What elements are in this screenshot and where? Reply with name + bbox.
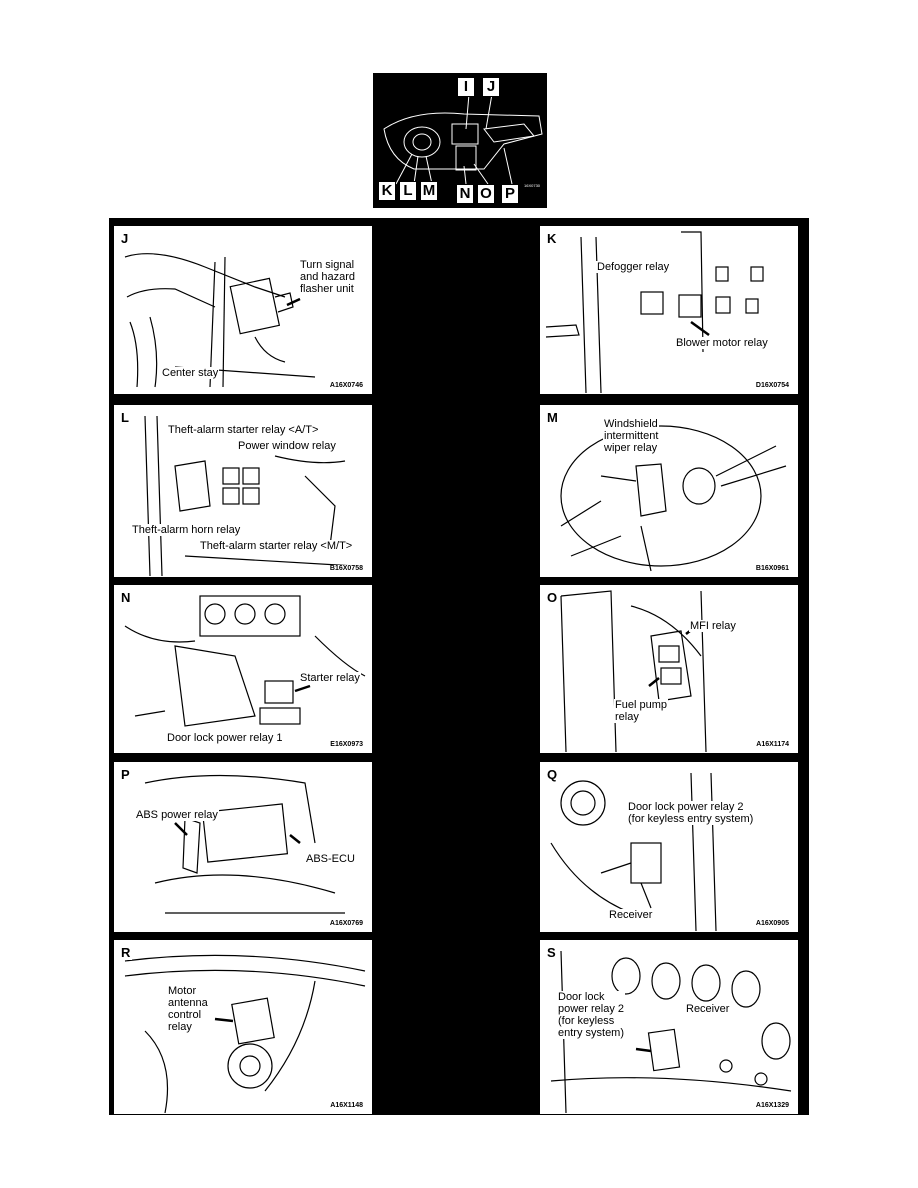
label-motor-antenna-control-relay: Motor antenna control relay — [167, 985, 209, 1033]
panel-o-drawing — [560, 590, 707, 752]
label-power-window-relay: Power window relay — [237, 440, 337, 452]
panel-n-figure-code: E16X0973 — [330, 741, 363, 748]
panel-o-letter: O — [545, 590, 560, 605]
label-door-lock-power-relay-1: Door lock power relay 1 — [166, 732, 284, 744]
panel-k-figure-code: D16X0754 — [755, 382, 789, 389]
panel-p-drawing — [144, 774, 345, 914]
panel-r: R Motor antenna control relay A16X1148 — [114, 940, 372, 1114]
overview-letter-o: O — [477, 184, 495, 204]
overview-figure-code: 16X0730 — [524, 183, 541, 188]
panel-j-drawing — [124, 253, 316, 388]
panel-m: M Windshield intermittent wiper relay B1… — [540, 405, 798, 577]
panel-p-letter: P — [119, 767, 132, 782]
panel-k-drawing — [545, 231, 764, 393]
panel-m-drawing — [560, 425, 787, 572]
panel-m-figure-code: B16X0961 — [755, 565, 789, 572]
label-door-lock-power-relay-2: Door lock power relay 2 (for keyless ent… — [627, 801, 755, 825]
panel-r-drawing — [124, 954, 366, 1113]
overview-letter-k: K — [378, 181, 396, 201]
panel-p-figure-code: A16X0769 — [329, 920, 363, 927]
panel-k: K Defogger relay Blower motor relay D16X… — [540, 226, 798, 394]
relay-location-sheet: J Turn signal and hazard flasher unit Ce… — [109, 218, 809, 1115]
panel-l: L Theft-alarm starter relay <A/T> Power … — [114, 405, 372, 577]
overview-locator-diagram: I J K L M N O P 16X0730 — [373, 73, 547, 208]
label-windshield-intermittent-wiper-relay: Windshield intermittent wiper relay — [603, 418, 660, 454]
panel-j-figure-code: A16X0746 — [329, 382, 363, 389]
panel-q: Q Door lock power relay 2 (for keyless e… — [540, 762, 798, 932]
dashboard-outline-drawing — [383, 93, 543, 185]
panel-l-figure-code: B16X0758 — [329, 565, 363, 572]
label-defogger-relay: Defogger relay — [596, 261, 671, 273]
label-fuel-pump-relay: Fuel pump relay — [614, 699, 668, 723]
panel-k-letter: K — [545, 231, 559, 246]
panel-j: J Turn signal and hazard flasher unit Ce… — [114, 226, 372, 394]
label-s-receiver: Receiver — [685, 1003, 731, 1015]
overview-letter-p: P — [501, 184, 519, 204]
panel-s: S Door lock power relay 2 (for keyless e… — [540, 940, 798, 1114]
panel-r-letter: R — [119, 945, 133, 960]
panel-q-letter: Q — [545, 767, 560, 782]
overview-letter-m: M — [420, 181, 438, 201]
label-blower-motor-relay: Blower motor relay — [675, 337, 769, 349]
panel-l-drawing — [144, 415, 356, 576]
panel-o-figure-code: A16X1174 — [756, 741, 789, 748]
label-theft-alarm-horn-relay: Theft-alarm horn relay — [131, 524, 242, 536]
panel-s-figure-code: A16X1329 — [755, 1102, 789, 1109]
panel-m-letter: M — [545, 410, 560, 425]
overview-letter-n: N — [456, 184, 474, 204]
label-mfi-relay: MFI relay — [689, 620, 737, 632]
label-abs-power-relay: ABS power relay — [135, 809, 219, 821]
overview-letter-l: L — [399, 181, 417, 201]
panel-n: N Starter relay Door lock power relay 1 … — [114, 585, 372, 753]
overview-letter-i: I — [457, 77, 475, 97]
label-theft-alarm-starter-relay-mt: Theft-alarm starter relay <M/T> — [199, 540, 354, 552]
overview-letter-j: J — [482, 77, 500, 97]
panel-l-letter: L — [119, 410, 131, 425]
label-receiver: Receiver — [608, 909, 654, 921]
label-theft-alarm-starter-relay-at: Theft-alarm starter relay <A/T> — [167, 424, 320, 436]
panel-n-letter: N — [119, 590, 133, 605]
panel-o: O MFI relay Fuel pump relay A16X1174 — [540, 585, 798, 753]
panel-j-letter: J — [119, 231, 131, 246]
label-s-door-lock-power-relay-2: Door lock power relay 2 (for keyless ent… — [557, 991, 626, 1039]
label-starter-relay: Starter relay — [299, 672, 361, 684]
panel-p: P ABS power relay ABS-ECU A16X0769 — [114, 762, 372, 932]
panel-n-drawing — [124, 595, 366, 727]
panel-r-figure-code: A16X1148 — [330, 1102, 363, 1109]
panel-s-letter: S — [545, 945, 558, 960]
panel-q-drawing — [550, 772, 717, 931]
panel-q-figure-code: A16X0905 — [755, 920, 789, 927]
label-turn-signal-flasher-unit: Turn signal and hazard flasher unit — [299, 259, 357, 295]
label-abs-ecu: ABS-ECU — [305, 853, 356, 865]
label-center-stay: Center stay — [161, 367, 220, 379]
